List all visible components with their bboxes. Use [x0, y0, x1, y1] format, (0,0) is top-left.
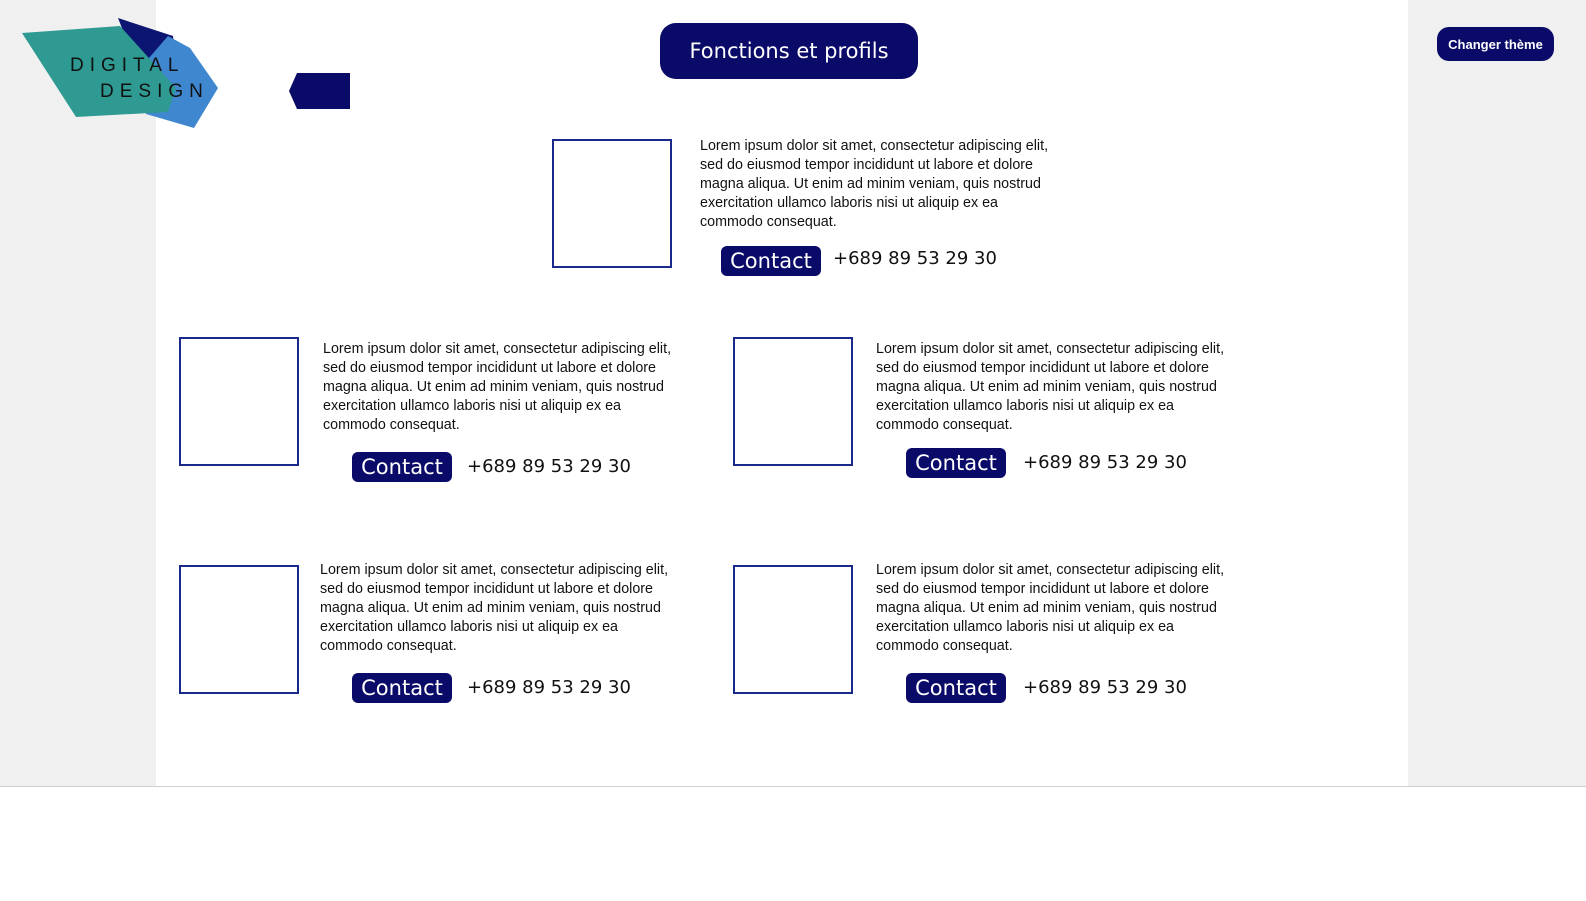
logo-text-line1: DIGITAL — [70, 55, 185, 76]
phone-number: +689 89 53 29 30 — [467, 677, 631, 698]
profile-description: Lorem ipsum dolor sit amet, consectetur … — [876, 341, 1225, 433]
right-margin — [1408, 0, 1586, 786]
back-arrow-button[interactable] — [289, 73, 350, 109]
profile-description: Lorem ipsum dolor sit amet, consectetur … — [323, 341, 672, 433]
contact-button[interactable]: Contact — [352, 673, 452, 703]
page-divider — [0, 786, 1586, 787]
profile-photo — [179, 337, 299, 466]
page-title: Fonctions et profils — [660, 23, 918, 79]
contact-button[interactable]: Contact — [906, 448, 1006, 478]
phone-number: +689 89 53 29 30 — [1023, 452, 1187, 473]
profile-photo — [179, 565, 299, 694]
logo-text-line2: DESIGN — [100, 81, 209, 102]
profile-photo — [733, 337, 853, 466]
phone-number: +689 89 53 29 30 — [833, 248, 997, 269]
profile-description: Lorem ipsum dolor sit amet, consectetur … — [700, 138, 1049, 230]
digital-design-logo[interactable]: DIGITAL DESIGN — [18, 16, 223, 132]
profile-description: Lorem ipsum dolor sit amet, consectetur … — [876, 562, 1225, 654]
profile-description: Lorem ipsum dolor sit amet, consectetur … — [320, 562, 669, 654]
change-theme-button[interactable]: Changer thème — [1437, 27, 1554, 61]
left-margin — [0, 0, 156, 786]
back-arrow-icon — [289, 73, 350, 109]
phone-number: +689 89 53 29 30 — [467, 456, 631, 477]
profile-photo — [733, 565, 853, 694]
contact-button[interactable]: Contact — [906, 673, 1006, 703]
contact-button[interactable]: Contact — [721, 246, 821, 276]
phone-number: +689 89 53 29 30 — [1023, 677, 1187, 698]
profile-photo — [552, 139, 672, 268]
contact-button[interactable]: Contact — [352, 452, 452, 482]
logo-shapes-icon — [22, 18, 218, 128]
